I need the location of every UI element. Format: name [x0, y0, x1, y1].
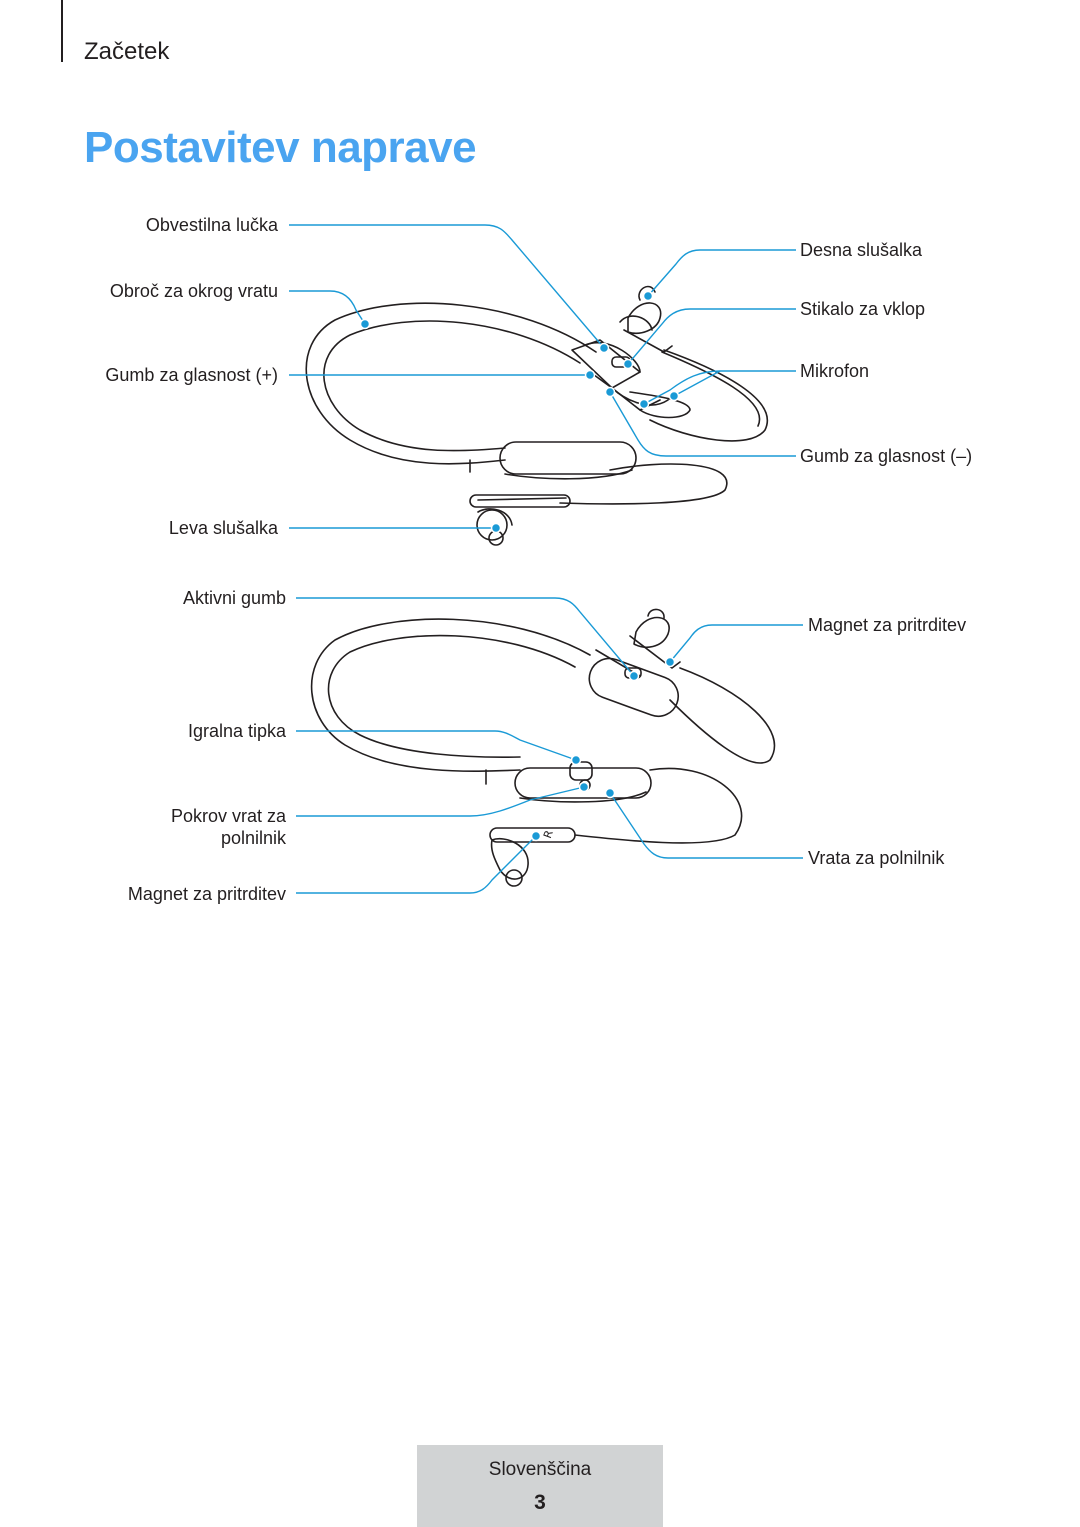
label-notification-light: Obvestilna lučka: [145, 215, 278, 235]
top-neckband-illustration: [305, 285, 768, 546]
callout-line-charger-cover: [296, 786, 585, 817]
callout-line-right-earbud: [647, 249, 796, 297]
callout-line-magnet-left: [296, 835, 537, 894]
callout-line-volume-down: [609, 391, 796, 457]
label-volume-down: Gumb za glasnost (–): [800, 446, 973, 466]
callout-line-magnet-right: [669, 624, 803, 663]
footer-tab: Slovenščina 3: [417, 1445, 663, 1527]
label-charger-cover-line2: polnilnik: [220, 828, 286, 848]
side-rule: [61, 0, 63, 62]
page-number: 3: [534, 1491, 546, 1514]
label-active-button: Aktivni gumb: [182, 588, 286, 608]
label-power-switch: Stikalo za vklop: [800, 299, 926, 319]
label-game-key: Igralna tipka: [187, 721, 286, 741]
callout-line-game-key: [296, 730, 577, 761]
label-magnet-right: Magnet za pritrditev: [808, 615, 967, 635]
callout-line-microphone: [643, 370, 796, 405]
callout-line-power-switch: [627, 308, 796, 365]
label-charging-port: Vrata za polnilnik: [808, 848, 945, 868]
headset-diagram: R: [289, 224, 803, 894]
label-right-earbud: Desna slušalka: [800, 240, 923, 260]
label-charger-cover-line1: Pokrov vrat za: [170, 806, 286, 826]
label-magnet-left: Magnet za pritrditev: [127, 884, 286, 904]
earbud-r-mark: R: [541, 828, 556, 840]
label-microphone: Mikrofon: [800, 361, 870, 381]
label-volume-up: Gumb za glasnost (+): [105, 365, 278, 385]
callout-line-mic-dot: [673, 370, 721, 397]
callout-line-active-button: [296, 597, 635, 677]
footer-language: Slovenščina: [488, 1459, 592, 1480]
callout-line-charging-port: [609, 792, 803, 859]
label-neckband: Obroč za okrog vratu: [109, 281, 278, 301]
callout-line-neckband: [289, 290, 366, 325]
label-left-earbud: Leva slušalka: [168, 518, 278, 538]
callout-line-notification-light: [289, 224, 605, 349]
section-label: Začetek: [84, 38, 170, 65]
page-title: Postavitev naprave: [84, 123, 477, 172]
